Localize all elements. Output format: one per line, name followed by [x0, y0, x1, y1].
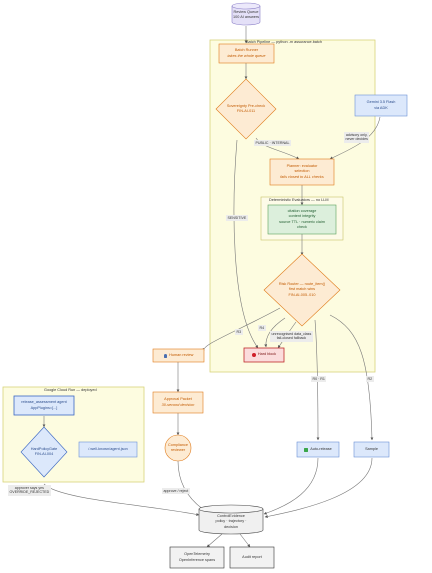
edge-router-to-autorelease — [314, 319, 320, 441]
agent-json-box — [78, 441, 138, 458]
batch-pipeline-label: Batch Pipeline — python -m assurance.bat… — [246, 40, 322, 44]
compliance-circle — [164, 434, 192, 462]
edge-label-advisory: advisory only, never decides — [344, 132, 370, 143]
edge-label-public-internal: PUBLIC · INTERNAL — [254, 140, 291, 146]
risk-router-diamond — [263, 253, 341, 327]
hard-block-box — [243, 347, 285, 363]
edge-label-override: approver says yes OVERRIDE_REJECTED — [8, 485, 51, 496]
edge-evidence-to-audit — [239, 533, 251, 548]
edge-router-to-sample — [329, 314, 374, 441]
edge-label-r4: R4 — [258, 325, 266, 331]
edge-gemini-to-planner — [329, 116, 381, 160]
auto-release-box — [296, 441, 340, 458]
edge-sample-to-evidence — [264, 457, 373, 518]
batch-runner-box — [218, 43, 275, 64]
edge-label-r0-r1: R0 · R1 — [311, 376, 327, 382]
edge-router-to-hardblock — [264, 317, 286, 348]
edge-evidence-to-otel — [206, 533, 223, 548]
review-queue-cylinder — [231, 2, 261, 26]
edge-hardpolicy-to-evidence — [43, 483, 200, 516]
evaluators-box — [267, 204, 337, 235]
control-evidence-cylinder — [198, 504, 264, 535]
edge-label-approve-reject: approve / reject — [162, 488, 190, 494]
edge-label-r2: R2 — [366, 376, 374, 382]
approval-packet-box — [152, 391, 204, 414]
edge-compliance-to-evidence — [177, 460, 205, 511]
hard-policy-diamond — [20, 426, 68, 478]
otel-box — [169, 546, 225, 569]
gemini-box — [354, 94, 408, 117]
deterministic-label: Deterministic Evaluators — no LLM — [269, 198, 329, 202]
human-review-box — [152, 348, 205, 363]
release-agent-box — [13, 395, 75, 416]
sample-box — [353, 441, 390, 458]
planner-box — [269, 158, 335, 186]
edge-label-sensitive: SENSITIVE — [226, 215, 248, 221]
edge-sovereignty-to-hardblock — [233, 139, 259, 349]
edge-label-unrecognised: unrecognised data_class fail-closed fall… — [270, 331, 313, 342]
edge-label-r3: R3 — [235, 329, 243, 335]
audit-box — [229, 546, 275, 569]
edge-autorelease-to-evidence — [263, 457, 319, 515]
sovereignty-diamond — [215, 78, 277, 140]
cloud-run-label: Google Cloud Run — deployed — [44, 388, 97, 392]
